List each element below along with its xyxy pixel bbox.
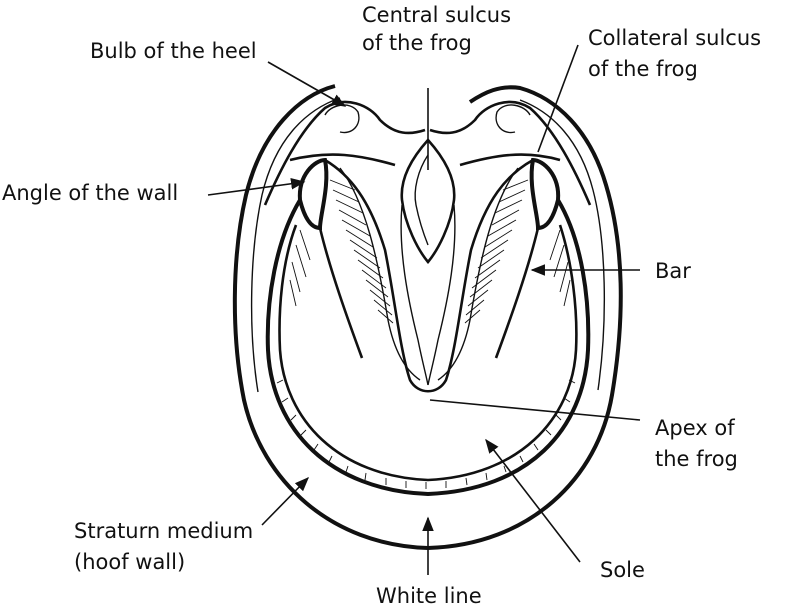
label-apex-of-frog-line1: Apex of — [655, 416, 735, 440]
collateral-sulcus-right — [427, 204, 456, 386]
leader-angle-of-wall — [207, 178, 306, 196]
white-line-ticks — [276, 379, 576, 489]
label-apex-of-frog-line2: the frog — [655, 447, 738, 471]
leader-apex-of-frog — [429, 399, 641, 421]
leader-collateral-sulcus — [537, 44, 579, 153]
angle-of-wall-left — [297, 157, 329, 231]
angle-of-wall-right — [529, 157, 561, 231]
sole-edge — [278, 224, 578, 482]
leader-lines — [207, 44, 641, 575]
central-sulcus-inner — [414, 154, 429, 246]
label-central-sulcus-line1: Central sulcus — [362, 3, 511, 27]
label-sole: Sole — [600, 558, 645, 582]
outer-hoof-wall-inner-edge-right — [519, 99, 606, 391]
label-bulb-of-heel: Bulb of the heel — [90, 39, 257, 63]
frog-left-lobe — [339, 167, 421, 381]
label-stratum-medium-line2: (hoof wall) — [74, 550, 185, 574]
label-angle-of-wall: Angle of the wall — [2, 181, 178, 205]
leader-stratum-medium — [261, 476, 310, 526]
bar-right — [494, 227, 540, 359]
label-central-sulcus-line2: of the frog — [362, 31, 472, 55]
label-stratum-medium-line1: Straturn medium — [74, 519, 253, 543]
frog-outline — [324, 158, 534, 393]
bar-left — [318, 227, 364, 359]
leader-sole — [485, 438, 581, 563]
frog-hatching — [289, 179, 571, 324]
heel-bulb-right — [429, 100, 592, 206]
heel-bulb-right-fold — [495, 104, 531, 134]
outer-hoof-wall — [232, 84, 623, 551]
collateral-sulcus-left — [400, 204, 429, 386]
outer-hoof-wall-inner-edge — [250, 97, 341, 393]
label-collateral-sulcus-line2: of the frog — [588, 57, 698, 81]
heel-bulb-left-fold — [324, 104, 360, 134]
white-line-ring — [265, 198, 591, 497]
central-sulcus — [400, 138, 456, 265]
heel-crease — [289, 153, 561, 167]
label-bar: Bar — [655, 259, 691, 283]
label-white-line: White line — [376, 584, 482, 608]
label-collateral-sulcus-line1: Collateral sulcus — [588, 26, 761, 50]
frog-right-lobe — [437, 167, 519, 381]
leader-bulb-of-heel — [267, 61, 347, 107]
